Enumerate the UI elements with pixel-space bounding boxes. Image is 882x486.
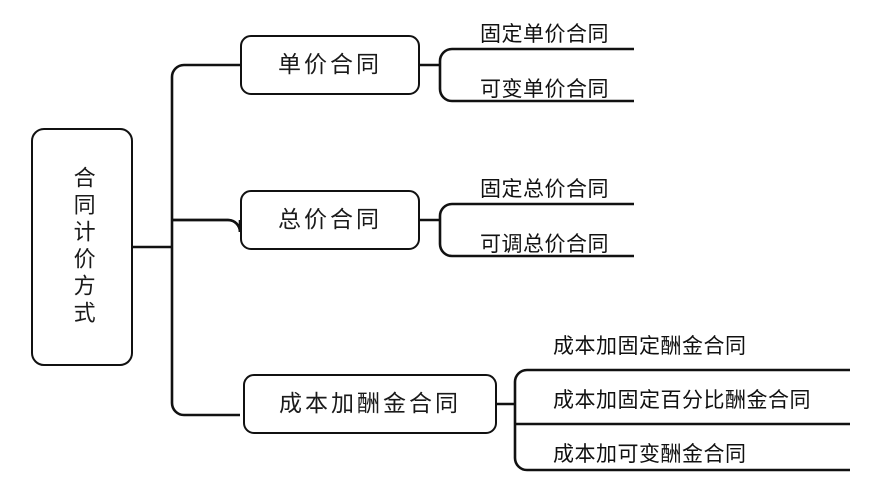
root-node-label: 合同计价方式 (69, 166, 95, 328)
leaf-label-cost-plus-fixed-percentage-fee[interactable]: 成本加固定百分比酬金合同 (553, 388, 811, 412)
leaf-label-fixed-total-price[interactable]: 固定总价合同 (480, 177, 609, 201)
leaf-label-cost-plus-variable-fee[interactable]: 成本加可变酬金合同 (553, 442, 747, 466)
leaf-label-variable-unit-price[interactable]: 可变单价合同 (480, 77, 609, 101)
leaf-label-cost-plus-fixed-fee[interactable]: 成本加固定酬金合同 (553, 334, 747, 358)
branch-node-label: 成本加酬金合同 (279, 390, 461, 417)
branch-1-leaf-bracket (438, 202, 634, 258)
main-bracket-arm-middle-fix (172, 218, 242, 233)
branch-node-cost-plus-fee[interactable]: 成本加酬金合同 (243, 374, 497, 434)
leaf-label-fixed-unit-price[interactable]: 固定单价合同 (480, 22, 609, 46)
branch-0-leaf-bracket (438, 47, 634, 103)
branch-node-unit-price[interactable]: 单价合同 (240, 35, 420, 95)
branch-node-total-price[interactable]: 总价合同 (240, 190, 420, 250)
leaf-label-adjustable-total-price[interactable]: 可调总价合同 (480, 232, 609, 256)
main-bracket (170, 63, 240, 417)
root-node[interactable]: 合同计价方式 (31, 128, 133, 366)
main-bracket-arm-middle (172, 218, 242, 233)
branch-2-leaf-bracket (513, 368, 850, 472)
branch-node-label: 总价合同 (278, 206, 382, 233)
branch-node-label: 单价合同 (278, 51, 382, 78)
